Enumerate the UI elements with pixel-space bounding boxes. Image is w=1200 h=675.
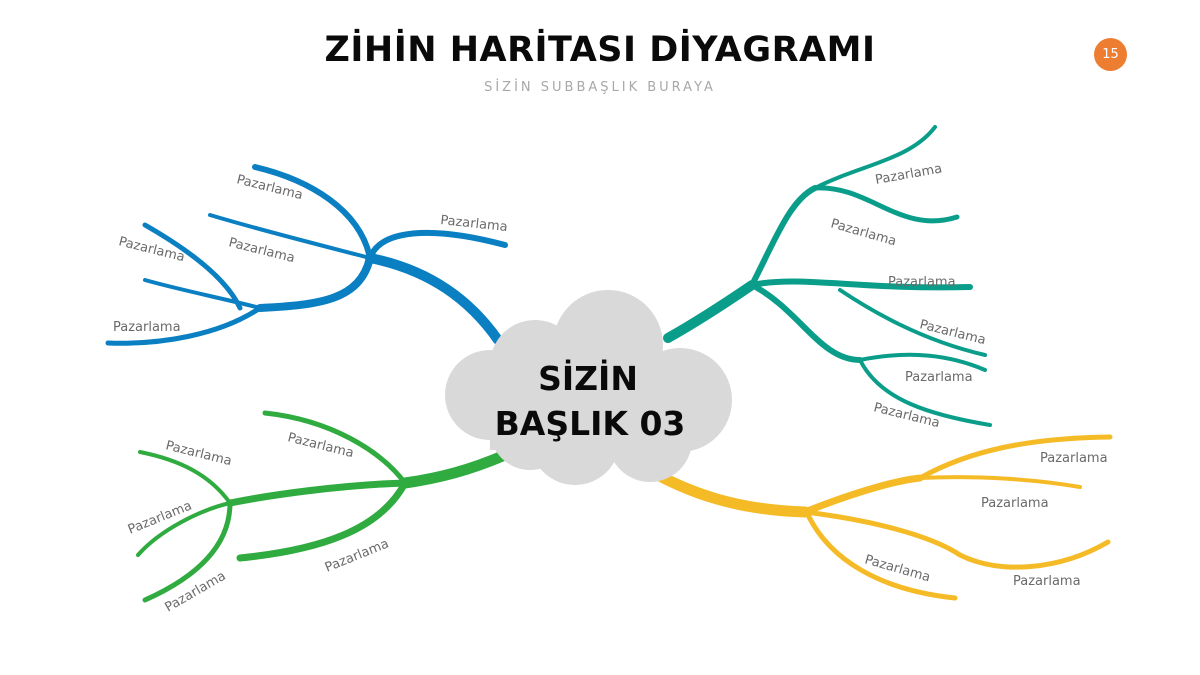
branch-green bbox=[136, 410, 511, 603]
center-cloud[interactable] bbox=[445, 290, 732, 485]
teal-label-5: Pazarlama bbox=[905, 370, 973, 385]
green-label-2: Pazarlama bbox=[164, 438, 233, 469]
branch-blue bbox=[105, 164, 508, 346]
teal-label-3: Pazarlama bbox=[888, 275, 956, 290]
teal-label-2: Pazarlama bbox=[829, 216, 898, 249]
green-label-3: Pazarlama bbox=[126, 498, 194, 537]
branch-teal bbox=[663, 125, 992, 427]
yellow-label-2: Pazarlama bbox=[981, 496, 1049, 511]
green-label-5: Pazarlama bbox=[163, 569, 229, 616]
blue-label-3: Pazarlama bbox=[227, 235, 296, 266]
teal-label-6: Pazarlama bbox=[872, 400, 941, 431]
center-title-line1: SİZİN bbox=[538, 358, 638, 398]
yellow-label-4: Pazarlama bbox=[1013, 574, 1081, 589]
blue-label-4: Pazarlama bbox=[117, 234, 186, 265]
page-number-badge: 15 bbox=[1094, 38, 1127, 71]
blue-label-2: Pazarlama bbox=[440, 213, 509, 235]
blue-label-5: Pazarlama bbox=[113, 320, 181, 335]
yellow-label-3: Pazarlama bbox=[863, 552, 932, 585]
page-title: ZİHİN HARİTASI DİYAGRAMI bbox=[324, 30, 876, 70]
teal-label-1: Pazarlama bbox=[874, 161, 943, 188]
page-subtitle: SİZİN SUBBAŞLIK BURAYA bbox=[484, 80, 716, 95]
teal-label-4: Pazarlama bbox=[918, 317, 987, 348]
center-title-line2: BAŞLIK 03 bbox=[495, 404, 686, 443]
yellow-label-1: Pazarlama bbox=[1040, 451, 1108, 466]
